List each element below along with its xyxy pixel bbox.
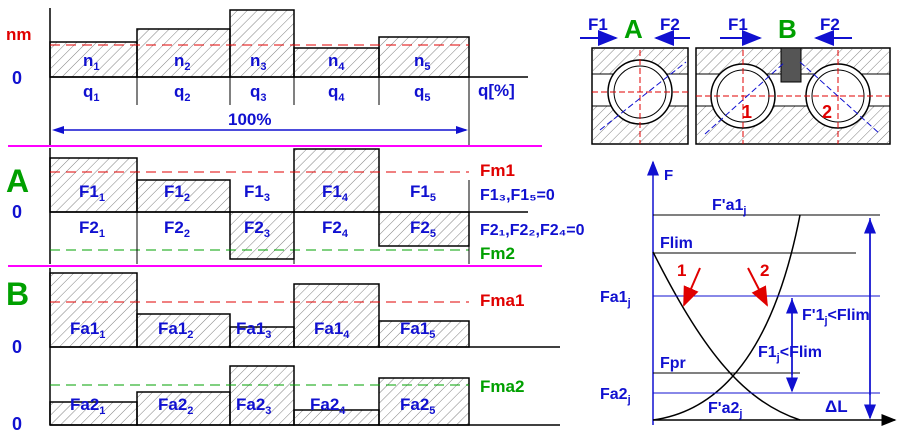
curve-2-label: 2 <box>760 261 769 280</box>
fa1-bar-5 <box>378 320 470 348</box>
bearing-a-f1-label: F1 <box>588 15 608 34</box>
n-label-1: n1 <box>83 51 100 73</box>
curve-2-arrow <box>747 267 768 307</box>
fpr-label: Fpr <box>660 355 686 372</box>
bearing-b-ball-2-label: 2 <box>822 102 832 122</box>
n-label-5: n5 <box>414 51 431 73</box>
section-b-letter: B <box>6 276 29 312</box>
section-b-zero-lower: 0 <box>12 414 22 434</box>
top-zero-label: 0 <box>12 68 22 88</box>
section-b-zero-upper: 0 <box>12 337 22 357</box>
fa2j-label: Fa2j <box>600 386 631 406</box>
fa1j-label: Fa1j <box>600 289 631 309</box>
bearing-a-illustration: F1 A F2 <box>580 14 690 145</box>
fa1-bar-1 <box>49 272 138 348</box>
section-a-zero: 0 <box>12 202 22 222</box>
fa2-label-1: Fa21 <box>70 395 105 417</box>
top-section: nm 0 n1 n2 n3 n4 n5 q1 q2 q3 q4 q5 q[%] … <box>6 8 528 147</box>
f-axis-label: F <box>664 167 673 184</box>
f2-bar-3 <box>229 211 295 260</box>
section-a-letter: A <box>6 163 29 199</box>
n-label-4: n4 <box>328 51 345 73</box>
fa2-label-2: Fa22 <box>158 395 193 417</box>
q-axis-label: q[%] <box>478 81 515 100</box>
q-label-5: q5 <box>414 82 431 104</box>
fa1-label-2: Fa12 <box>158 319 193 341</box>
bearing-b-spacer <box>780 47 802 83</box>
section-a-note-upper: F1₃,F1₅=0 <box>480 187 555 204</box>
f1-label-4: F14 <box>322 182 349 204</box>
f2-label-1: F21 <box>79 218 105 240</box>
fma1-label: Fma1 <box>480 291 524 310</box>
bearing-b-illustration: F1 B F2 1 2 <box>695 14 891 145</box>
n-bar-5 <box>378 36 470 78</box>
force-deflection-graph: F ΔL 1 2 F'a1j Flim Fa1j F'1j<Flim F1j<F… <box>600 160 897 426</box>
fa2-bar-5 <box>378 377 470 426</box>
bearing-b-letter: B <box>778 14 797 44</box>
bearing-b-f1-label: F1 <box>728 15 748 34</box>
f1-label-2: F12 <box>164 182 190 204</box>
curve-2 <box>652 214 801 421</box>
fa1-top-label: F'a1j <box>712 197 746 217</box>
q-label-1: q1 <box>83 82 100 104</box>
fa1-label-4: Fa14 <box>314 319 350 341</box>
q-label-3: q3 <box>250 82 267 104</box>
fma2-label: Fma2 <box>480 377 524 396</box>
bearing-b-ball-1-label: 1 <box>742 102 752 122</box>
fa1-label-3: Fa13 <box>236 319 271 341</box>
f2-label-3: F23 <box>244 218 270 240</box>
fm2-label: Fm2 <box>480 244 515 263</box>
fa2-bar-3 <box>229 365 295 426</box>
n-label-2: n2 <box>174 51 191 73</box>
fa2-label-3: Fa23 <box>236 395 271 417</box>
q-label-4: q4 <box>328 82 345 104</box>
fa2-label-4: Fa24 <box>310 395 346 417</box>
section-a: A 0 F11 F12 F13 F14 F15 F21 F22 F23 F24 … <box>6 148 585 264</box>
f1-bar-2 <box>136 179 231 213</box>
section-b: B 0 0 Fa11 Fa12 Fa13 Fa14 Fa15 Fa21 Fa22… <box>6 268 560 434</box>
f1-bar-4 <box>293 148 380 213</box>
f1-bar-1 <box>49 157 138 213</box>
q-label-2: q2 <box>174 82 191 104</box>
curve-1-label: 1 <box>677 261 686 280</box>
fa2-label-5: Fa25 <box>400 395 435 417</box>
bearing-a-f2-label: F2 <box>660 15 680 34</box>
nm-axis-label: nm <box>6 25 32 44</box>
total-percent-label: 100% <box>228 110 271 129</box>
fa1-label-1: Fa11 <box>70 319 105 341</box>
fa1-label-5: Fa15 <box>400 319 435 341</box>
fm1-label: Fm1 <box>480 161 515 180</box>
f2-label-4: F24 <box>322 218 349 240</box>
curve-1-arrow <box>683 267 701 307</box>
f1-label-3: F13 <box>244 182 270 204</box>
bearing-b-f2-label: F2 <box>820 15 840 34</box>
f1j-limit-label: F1j<Flim <box>758 344 822 364</box>
n-bar-2 <box>136 28 231 78</box>
f2-label-2: F22 <box>164 218 190 240</box>
curve-1 <box>652 251 801 421</box>
f1-label-5: F15 <box>410 182 436 204</box>
fa2-bottom-label: F'a2j <box>708 400 742 420</box>
n-label-3: n3 <box>250 51 267 73</box>
section-a-note-lower: F2₁,F2₂,F2₄=0 <box>480 222 585 239</box>
dl-axis-label: ΔL <box>825 397 848 416</box>
flim-label: Flim <box>660 235 693 252</box>
f1-label-1: F11 <box>79 182 105 204</box>
fa1-bar-4 <box>293 283 380 348</box>
f1-prime-limit-label: F'1j<Flim <box>802 307 870 327</box>
bearing-a-letter: A <box>624 14 643 44</box>
f2-label-5: F25 <box>410 218 436 240</box>
